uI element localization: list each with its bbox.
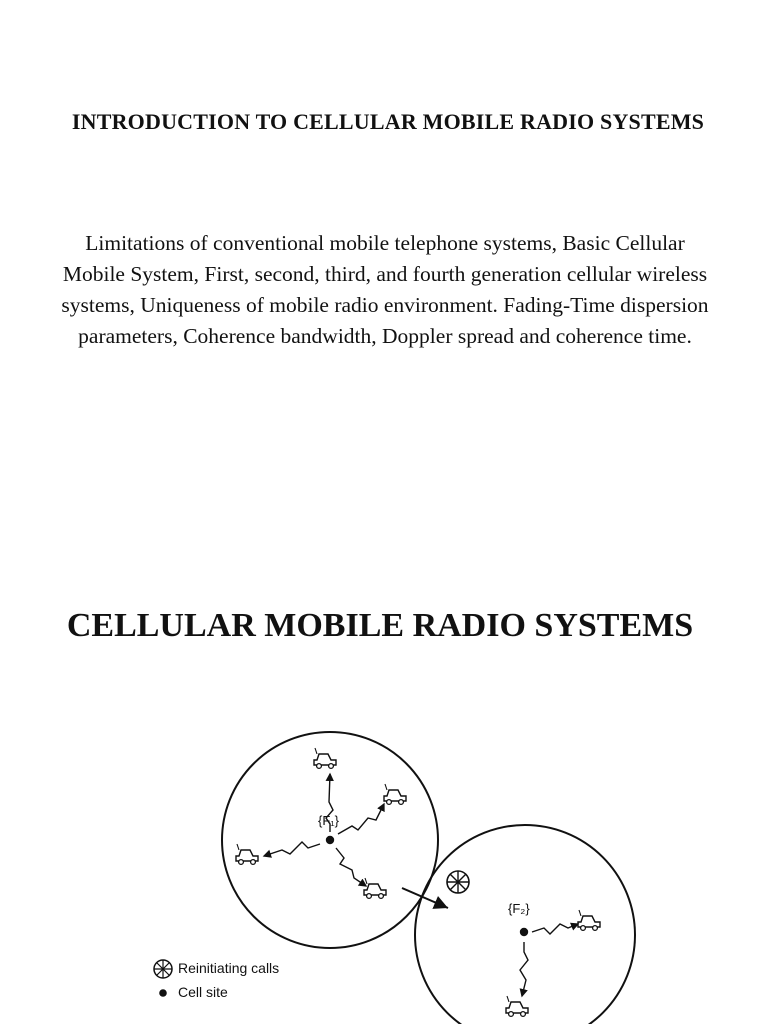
cellular-diagram: {F₁} {F₂}	[140, 730, 660, 1024]
cell-1-boundary	[221, 731, 439, 949]
handoff-arrow	[401, 887, 449, 909]
mobile-unit-left	[235, 843, 259, 866]
mobile-unit-cell2-bottom	[505, 995, 529, 1018]
page-title: INTRODUCTION TO CELLULAR MOBILE RADIO SY…	[71, 109, 705, 134]
syllabus-text: Limitations of conventional mobile telep…	[61, 231, 709, 348]
legend-label: Reinitiating calls	[178, 960, 280, 976]
legend-reinitiating-call-icon	[153, 959, 173, 979]
cellular-diagram-graphic	[153, 731, 636, 1024]
cell-2-boundary	[414, 824, 636, 1024]
radio-link-bottom	[335, 847, 368, 887]
radio-link-right	[337, 802, 385, 835]
mobile-unit-cell2-right	[577, 909, 601, 932]
reinitiating-call-symbol	[446, 870, 470, 894]
cell-2-frequency-label: {F₂}	[508, 901, 530, 916]
radio-link-cell2-right	[531, 922, 580, 935]
section-heading: CELLULAR MOBILE RADIO SYSTEMS	[66, 607, 694, 644]
diagram-legend: Reinitiating calls Cell site	[150, 956, 279, 1004]
radio-link-top	[325, 772, 334, 832]
mobile-unit-right	[383, 783, 407, 806]
cell-site-1	[325, 835, 335, 845]
radio-link-cell2-bottom	[519, 942, 529, 998]
legend-cell-site-icon	[159, 989, 167, 997]
legend-label: Cell site	[178, 984, 228, 1000]
radio-link-left	[262, 841, 321, 858]
mobile-unit-bottom	[363, 877, 387, 900]
cell-1-frequency-label: {F₁}	[318, 813, 340, 828]
cell-site-2	[519, 927, 529, 937]
mobile-unit-top	[313, 747, 337, 770]
legend-item-reinitiating-calls: Reinitiating calls	[150, 956, 279, 980]
legend-item-cell-site: Cell site	[150, 980, 279, 1004]
